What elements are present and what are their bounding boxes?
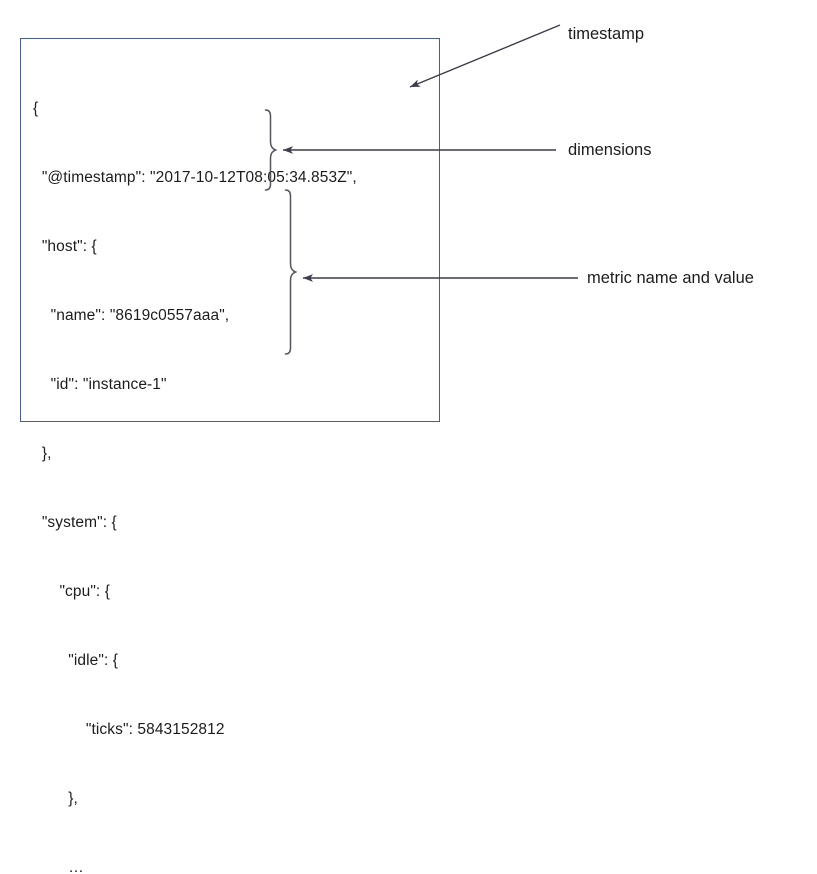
json-line-idle-open: "idle": {: [33, 652, 119, 669]
json-line-ellipsis: …: [33, 859, 84, 874]
json-line-host-name: "name": "8619c0557aaa",: [33, 307, 230, 324]
json-line-ticks: "ticks": 5843152812: [33, 721, 225, 738]
json-line-idle-close: },: [33, 790, 78, 807]
json-line-host-close: },: [33, 445, 52, 462]
json-code-block: { "@timestamp": "2017-10-12T08:05:34.853…: [33, 51, 357, 874]
annotation-label-timestamp: timestamp: [568, 25, 645, 43]
json-line-timestamp: "@timestamp": "2017-10-12T08:05:34.853Z"…: [33, 169, 357, 186]
annotation-label-metric: metric name and value: [587, 269, 754, 287]
json-document-box: { "@timestamp": "2017-10-12T08:05:34.853…: [20, 38, 440, 874]
annotation-label-dimensions: dimensions: [568, 141, 652, 159]
json-line-host-id: "id": "instance-1": [33, 376, 167, 393]
json-line-cpu-open: "cpu": {: [33, 583, 111, 600]
json-line-system-open: "system": {: [33, 514, 117, 531]
json-line: {: [33, 100, 39, 117]
json-line-host-open: "host": {: [33, 238, 97, 255]
